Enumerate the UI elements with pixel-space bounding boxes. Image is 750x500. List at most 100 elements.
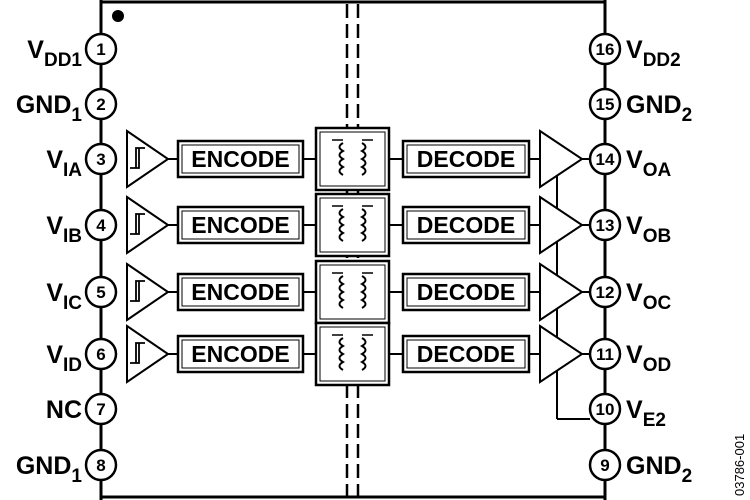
right-pin-label-11: VOD	[626, 341, 671, 376]
output-buffer-triangle	[539, 324, 584, 384]
decode-label: DECODE	[417, 212, 515, 238]
right-pin-label-12: VOC	[626, 279, 671, 314]
right-pin-subscript-15: 2	[682, 105, 693, 126]
left-pin-name-7: NC	[46, 396, 82, 424]
right-pin-name-13: V	[626, 212, 643, 240]
schmitt-trigger-icon	[130, 280, 145, 302]
decode-block	[401, 205, 531, 245]
right-pin-subscript-16: DD2	[643, 50, 681, 71]
right-pin-label-15: GND2	[626, 91, 692, 126]
left-pin-name-8: GND	[16, 452, 72, 480]
pin-circle-12	[588, 275, 622, 309]
left-pin-subscript-2: 1	[71, 105, 82, 126]
left-pin-label-3: VIA	[46, 146, 82, 181]
pin-circle-8	[84, 448, 118, 482]
pin-number-9: 9	[600, 456, 609, 475]
right-pin-label-13: VOB	[626, 212, 671, 247]
right-pin-subscript-13: OB	[643, 226, 672, 247]
primary-coil-icon	[338, 208, 346, 242]
right-pin-name-9: GND	[626, 452, 682, 480]
pin-circle-11	[588, 337, 622, 371]
pin-number-4: 4	[96, 216, 106, 235]
right-pin-label-16: VDD2	[626, 36, 681, 71]
pin-number-16: 16	[596, 40, 615, 59]
right-pin-name-11: V	[626, 341, 643, 369]
input-buffer-triangle	[126, 195, 170, 255]
left-pin-5: 5 VIC	[46, 275, 118, 314]
pin-circle-15	[588, 87, 622, 121]
primary-coil-icon	[338, 142, 346, 176]
right-pin-15: 15 GND2	[588, 87, 692, 126]
left-pin-label-2: GND1	[16, 91, 83, 126]
secondary-coil-icon	[359, 337, 367, 371]
right-pin-name-15: GND	[626, 91, 682, 119]
decode-label: DECODE	[417, 341, 515, 367]
right-pin-subscript-14: OA	[643, 160, 672, 181]
pin-circle-16	[588, 32, 622, 66]
secondary-coil-icon	[359, 208, 367, 242]
pin-number-6: 6	[96, 345, 105, 364]
left-pin-name-4: V	[46, 212, 63, 240]
right-pin-label-10: VE2	[626, 396, 666, 431]
figure-number: 03786-001	[732, 434, 747, 496]
pin-circle-14	[588, 142, 622, 176]
pin-circle-1	[84, 32, 118, 66]
primary-coil-icon	[338, 275, 346, 309]
right-pin-name-14: V	[626, 146, 643, 174]
left-pin-subscript-8: 1	[71, 466, 82, 487]
pin-circle-4	[84, 208, 118, 242]
pin-circle-9	[588, 448, 622, 482]
left-pin-subscript-1: DD1	[44, 50, 82, 71]
pin-number-1: 1	[96, 40, 105, 59]
transformer-block	[314, 259, 391, 325]
pin-number-3: 3	[96, 150, 105, 169]
encode-block	[176, 334, 305, 374]
encode-block	[176, 205, 305, 245]
pin-number-10: 10	[596, 400, 615, 419]
pin-number-15: 15	[596, 95, 615, 114]
right-pin-name-10: V	[626, 396, 643, 424]
pin-number-5: 5	[96, 283, 105, 302]
left-pin-label-8: GND1	[16, 452, 83, 487]
encode-label: ENCODE	[191, 212, 289, 238]
secondary-coil-icon	[359, 275, 367, 309]
output-buffer-triangle	[539, 195, 584, 255]
pin-number-11: 11	[596, 345, 614, 364]
transformer-block	[314, 126, 391, 192]
left-pin-1: 1 VDD1	[27, 32, 118, 71]
left-pin-subscript-4: IB	[63, 226, 82, 247]
right-pin-subscript-9: 2	[682, 466, 693, 487]
encode-label: ENCODE	[191, 341, 289, 367]
encode-label: ENCODE	[191, 146, 289, 172]
left-pin-label-5: VIC	[46, 279, 82, 314]
input-buffer-triangle	[126, 129, 170, 189]
decode-block	[401, 139, 531, 179]
pin-number-2: 2	[96, 95, 105, 114]
input-buffer-triangle	[126, 262, 170, 322]
left-pin-subscript-3: IA	[63, 160, 82, 181]
pin-circle-3	[84, 142, 118, 176]
transformer-block	[314, 321, 391, 387]
left-pin-label-1: VDD1	[27, 36, 82, 71]
pin-number-12: 12	[596, 283, 615, 302]
pin-number-14: 14	[596, 150, 615, 169]
right-pin-name-12: V	[626, 279, 643, 307]
pin-circle-13	[588, 208, 622, 242]
decode-label: DECODE	[417, 279, 515, 305]
right-pin-16: 16 VDD2	[588, 32, 681, 71]
output-buffer-triangle	[539, 262, 584, 322]
left-pin-name-1: V	[27, 36, 44, 64]
left-pin-name-5: V	[46, 279, 63, 307]
left-pin-name-6: V	[46, 341, 63, 369]
schmitt-trigger-icon	[130, 147, 145, 169]
left-pin-name-2: GND	[16, 91, 72, 119]
encode-block	[176, 272, 305, 312]
left-pin-4: 4 VIB	[46, 208, 118, 247]
right-pin-14: 14 VOA	[588, 142, 672, 181]
